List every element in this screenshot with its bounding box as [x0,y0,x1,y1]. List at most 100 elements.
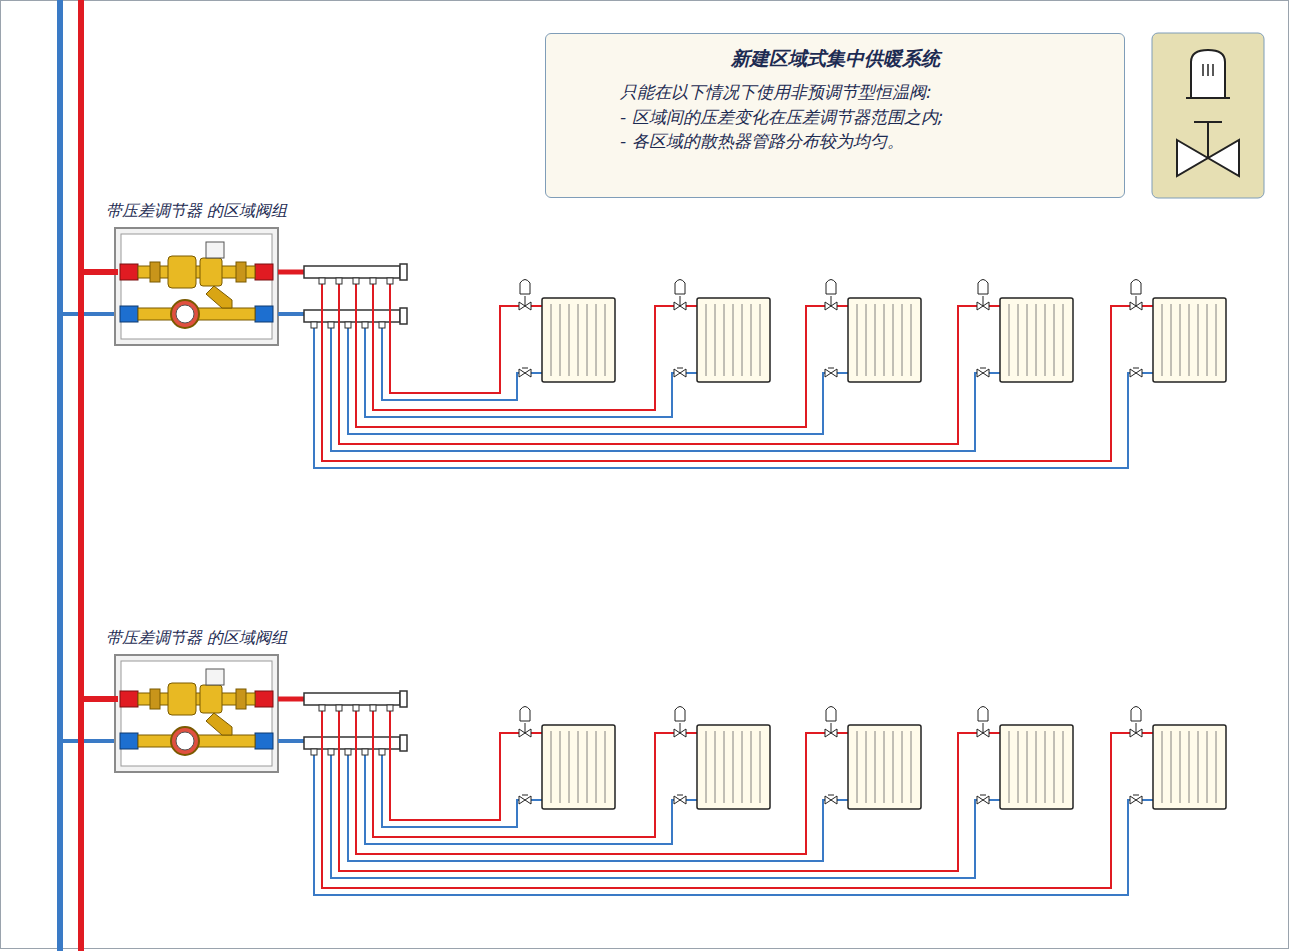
radiator-fin [551,304,552,376]
manifold-outlet [345,749,351,755]
manifold-outlet [328,322,334,328]
valve-cap [980,368,986,369]
return-pipe [1142,799,1153,801]
manifold-cap [400,691,407,707]
valve-stem [680,296,681,306]
radiator-fin [587,304,588,376]
manifold-outlet [328,749,334,755]
radiator-fin [893,731,894,803]
radiator [542,298,615,382]
supply-pipe [339,278,977,444]
supply-pipe [837,732,848,734]
radiator-fin [1162,304,1163,376]
return-pipe [531,799,542,801]
radiator-fin [1216,304,1217,376]
radiator-fin [1171,731,1172,803]
return-pipe [382,749,519,827]
manifold-outlet [336,705,342,711]
supply-pipe [339,705,977,871]
supply-manifold [304,693,400,705]
supply-pipe [373,278,674,410]
lockshield-valve [674,796,686,804]
return-pipe [1142,372,1153,374]
radiator [697,725,770,809]
manifold-outlet [353,278,359,284]
manifold-outlet [353,705,359,711]
return-pipe [837,372,848,374]
manifold-outlet [319,278,325,284]
supply-pipe [686,732,697,734]
radiator-fin [760,731,761,803]
radiator [1000,725,1073,809]
radiator-fin [1189,731,1190,803]
radiator-fin [760,304,761,376]
valve-cap [1133,795,1139,796]
radiator-fin [569,731,570,803]
radiator [697,298,770,382]
radiator-fin [1027,304,1028,376]
return-branch [63,739,118,743]
radiator-fin [706,731,707,803]
supply-pipe [989,305,1000,307]
return-pipe [382,322,519,400]
heat-meter-dial [176,305,194,323]
radiator-fin [1198,304,1199,376]
valve-cap [980,795,986,796]
radiator-fin [857,304,858,376]
supply-pipe [373,705,674,837]
radiator-fin [911,731,912,803]
supply-pipe [686,305,697,307]
radiator-fin [578,731,579,803]
lockshield-valve [674,369,686,377]
manifold-outlet [379,749,385,755]
radiator-fin [902,731,903,803]
heat-meter-dial [176,732,194,750]
return-fitting [255,733,273,749]
lockshield-valve [1130,796,1142,804]
radiator-fin [1009,731,1010,803]
note-line: 只能在以下情况下使用非预调节型恒温阀: [560,80,1110,105]
return-manifold [304,310,400,322]
manifold-outlet [311,322,317,328]
return-fitting [120,733,138,749]
valve-stem [680,723,681,733]
return-pipe [365,322,674,417]
thermostat-head [978,280,988,295]
lockshield-valve [519,796,531,804]
radiator-fin [1063,304,1064,376]
note-line: - 区域间的压差变化在压差调节器范围之内; [560,105,1110,130]
valve-group-inner [121,234,272,339]
radiator-fin [875,304,876,376]
radiator [1000,298,1073,382]
valve-group-box [115,228,278,345]
valve-stem [525,296,526,306]
return-pipe [314,749,1130,895]
supply-fitting [255,264,273,280]
radiator-fin [1054,304,1055,376]
lockshield-valve [825,796,837,804]
manifold-outlet [387,278,393,284]
valve-cap [677,368,683,369]
radiator-fin [605,731,606,803]
thermostat-head [675,280,685,295]
pressure-regulator-body [168,256,196,288]
thermostat-head-icon [1191,50,1225,98]
radiator-fin [1180,304,1181,376]
lockshield-valve [519,369,531,377]
radiator-fin [1018,731,1019,803]
thermostat-marks-icon [1203,64,1213,76]
actuator [206,669,224,685]
supply-pipe [531,732,542,734]
return-pipe [348,322,825,434]
radiator-fin [884,304,885,376]
lockshield-valve [977,369,989,377]
thermostat-head [675,707,685,722]
thermostat-base-icon [1186,97,1230,99]
supply-pipe [390,705,519,820]
valve-stem [831,296,832,306]
manifold-outlet [387,705,393,711]
radiator-fin [715,304,716,376]
manifold-outlet [370,278,376,284]
return-link [278,312,306,316]
valve-cap [522,795,528,796]
